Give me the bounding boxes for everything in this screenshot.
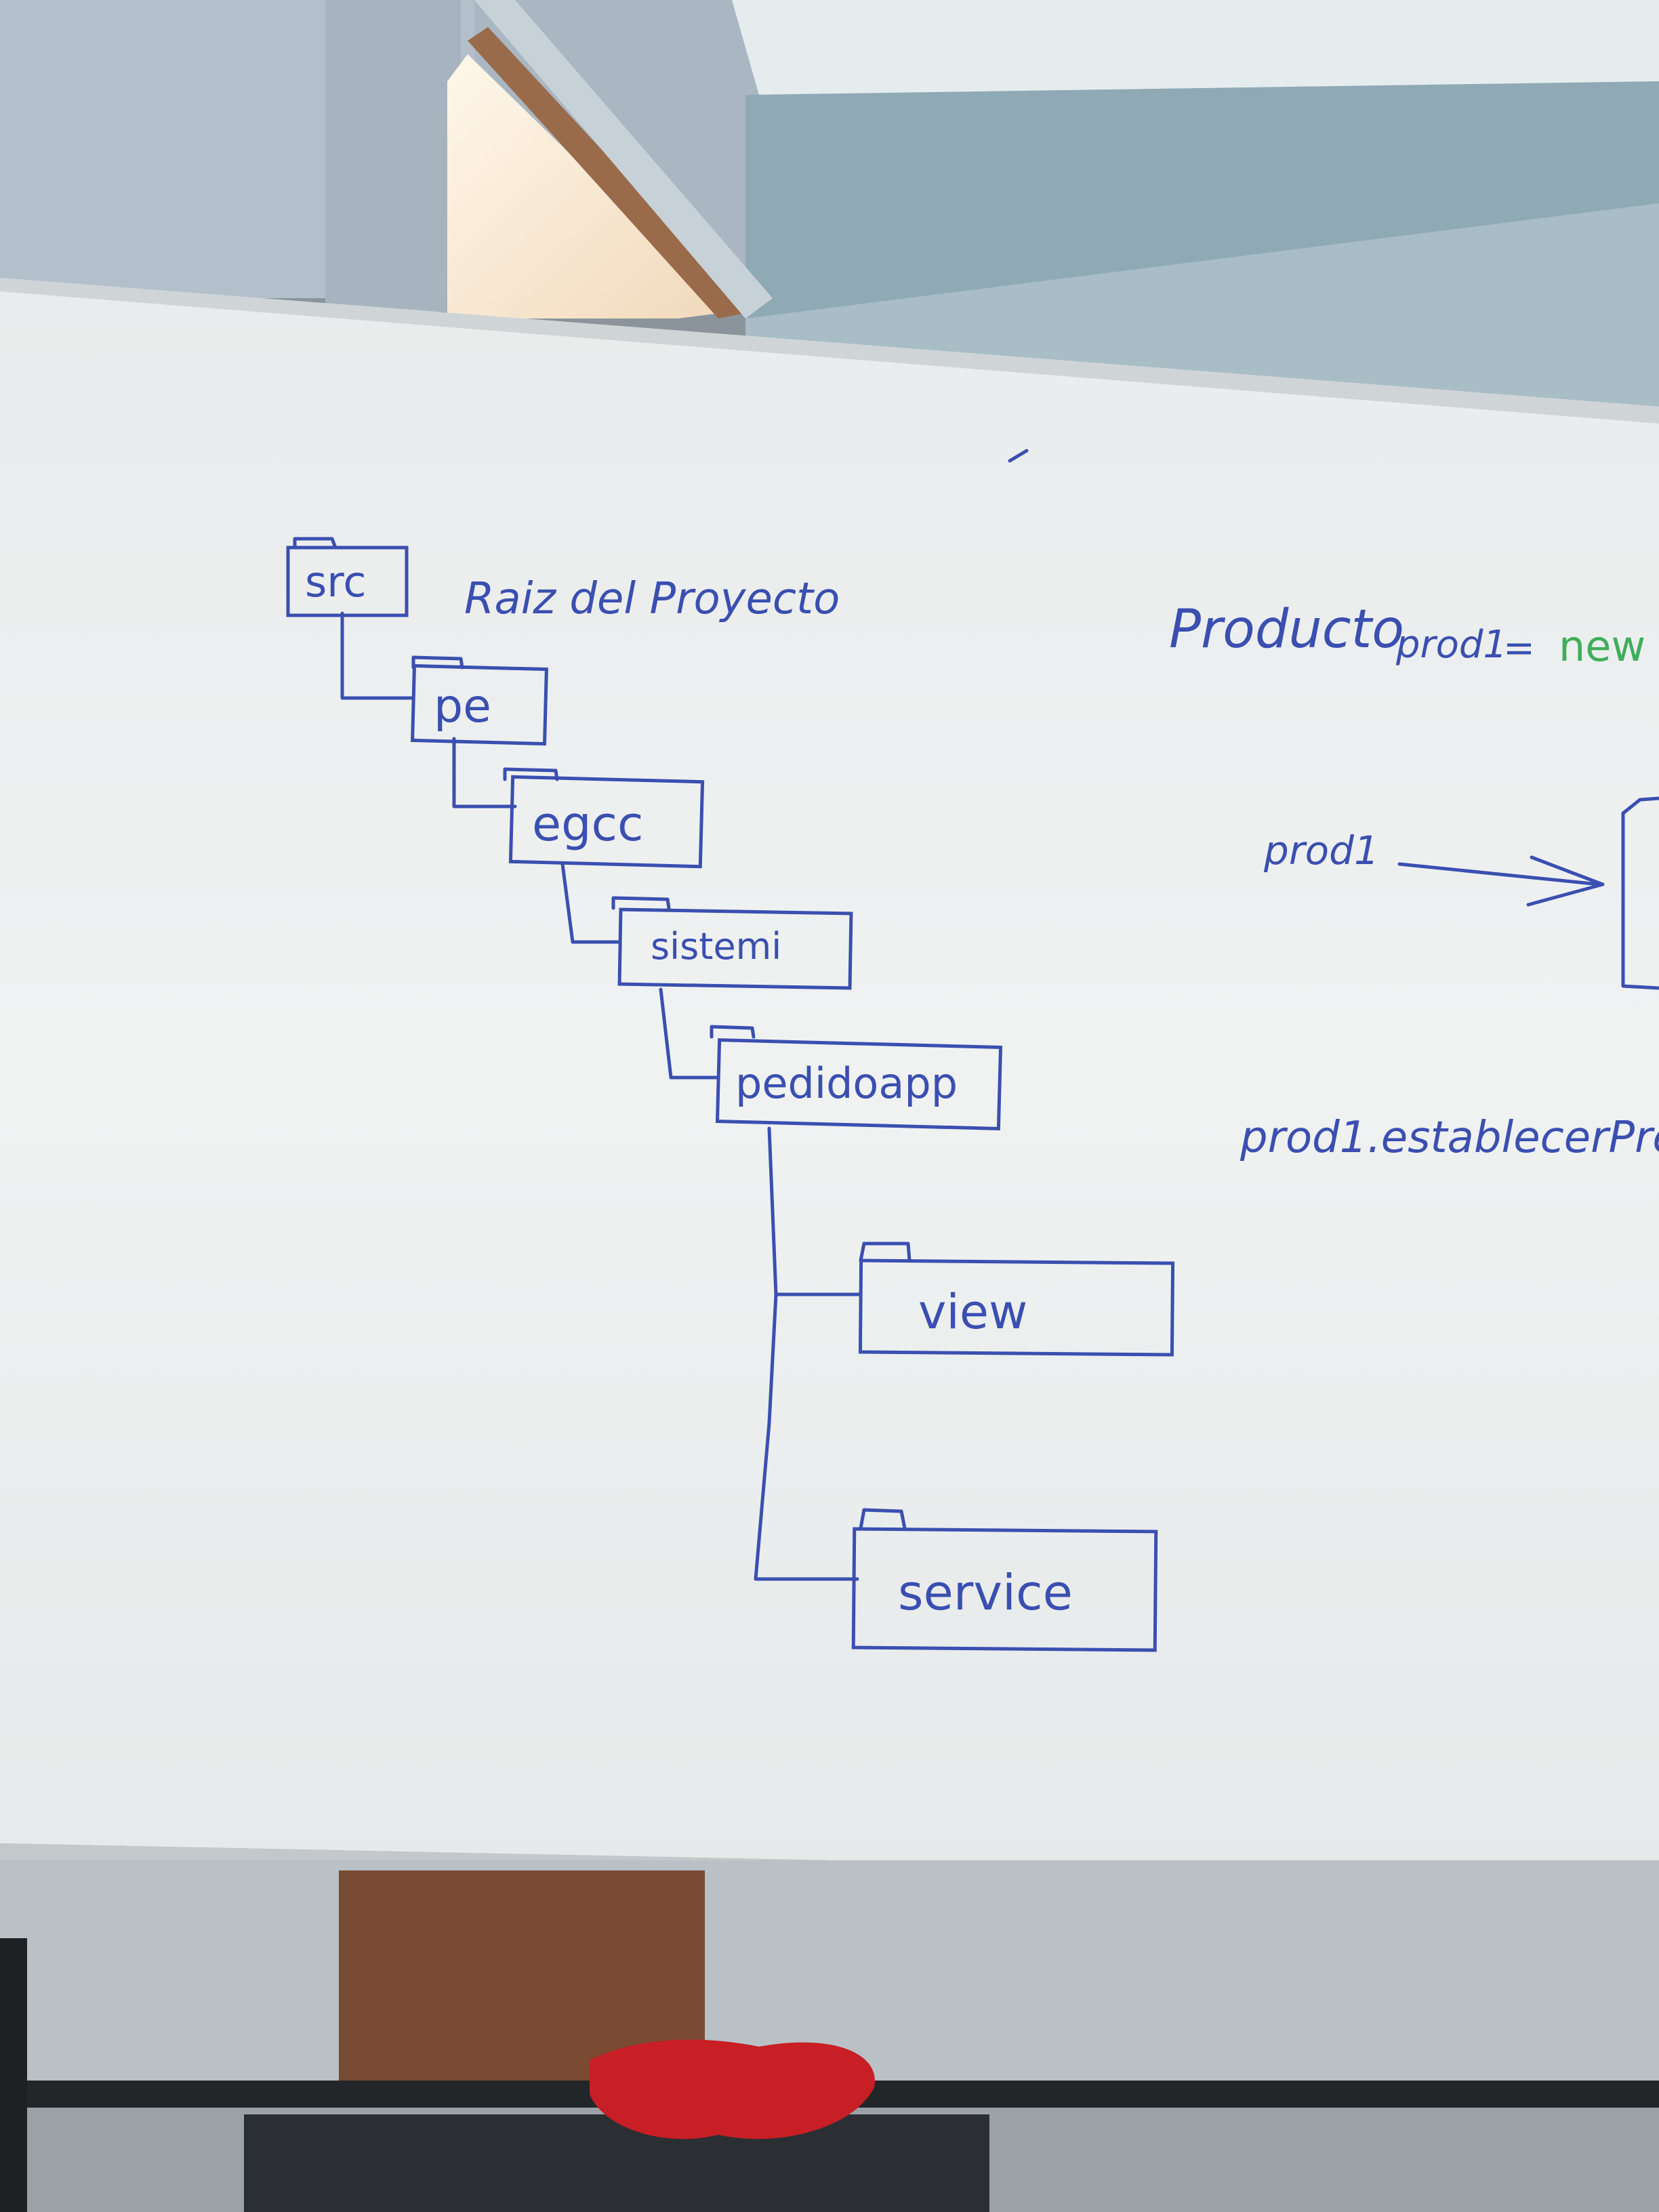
folder-pe: pe bbox=[411, 655, 548, 746]
folder-tree-connectors bbox=[340, 611, 863, 1581]
folder-label-pedidoapp: pedidoapp bbox=[735, 1059, 958, 1108]
code-type-producto: Producto bbox=[1169, 599, 1404, 660]
folder-label-src: src bbox=[305, 557, 367, 607]
code-new-keyword: new bbox=[1559, 621, 1645, 671]
folder-src: src bbox=[286, 537, 409, 617]
folder-view: view bbox=[858, 1242, 1175, 1357]
folder-pedidoapp: pedidoapp bbox=[710, 1025, 1003, 1130]
folder-sistemi: sistemi bbox=[611, 896, 853, 990]
reference-arrow bbox=[1397, 862, 1601, 886]
folder-label-service: service bbox=[898, 1564, 1073, 1621]
folder-label-pe: pe bbox=[434, 680, 491, 733]
folder-label-egcc: egcc bbox=[532, 796, 643, 852]
red-cloth bbox=[590, 2039, 875, 2139]
folder-egcc: egcc bbox=[503, 767, 705, 869]
reference-prod1: prod1 bbox=[1263, 827, 1379, 874]
window bbox=[447, 0, 773, 319]
folder-label-sistemi: sistemi bbox=[651, 925, 781, 968]
code-var-prod1: prod1 bbox=[1395, 623, 1507, 667]
lower-background bbox=[0, 1860, 1659, 2212]
reference-arrowhead bbox=[1526, 855, 1605, 907]
code-equals: = bbox=[1503, 626, 1535, 670]
object-box-edge bbox=[1621, 811, 1659, 990]
folder-label-view: view bbox=[918, 1284, 1027, 1340]
board-mark bbox=[1008, 449, 1029, 463]
object-box-tab bbox=[1621, 796, 1659, 815]
method-call: prod1.establecerPrec bbox=[1240, 1113, 1659, 1163]
background-wall bbox=[0, 0, 1659, 413]
root-note: Raiz del Proyecto bbox=[464, 574, 840, 624]
folder-service: service bbox=[851, 1508, 1158, 1652]
code-notes: Producto prod1 = new prod1 prod1.estable… bbox=[1169, 599, 1659, 1163]
